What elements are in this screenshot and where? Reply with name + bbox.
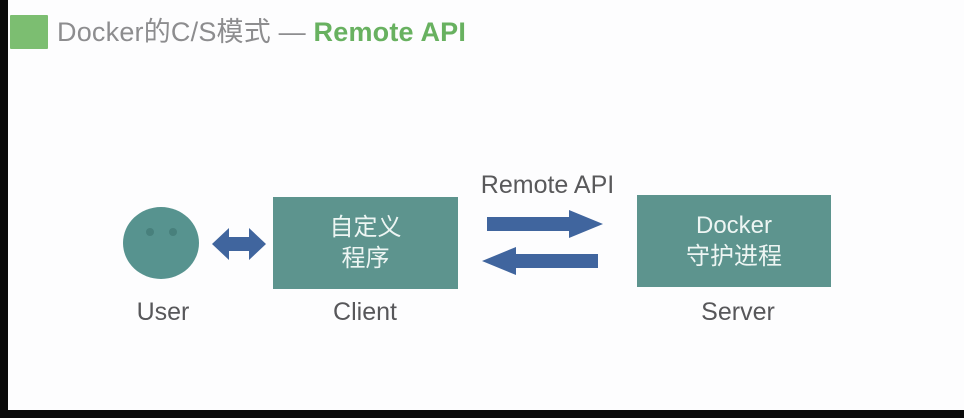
letterbox-bottom-bar bbox=[0, 410, 964, 418]
user-eye-left-icon bbox=[146, 228, 154, 236]
letterbox-left-bar bbox=[0, 0, 8, 418]
server-box-line2: 守护进程 bbox=[686, 243, 782, 270]
client-box-line1: 自定义 bbox=[329, 214, 402, 241]
user-face-icon bbox=[123, 207, 199, 279]
client-label: Client bbox=[333, 298, 397, 326]
user-label: User bbox=[136, 298, 190, 326]
client-box-line2: 程序 bbox=[341, 245, 390, 272]
server-box-line1: Docker bbox=[695, 212, 773, 239]
arrow-right-icon bbox=[487, 210, 603, 238]
slide-title: Docker的C/S模式 — Remote API bbox=[57, 14, 466, 50]
server-label: Server bbox=[701, 298, 775, 326]
client-node-box: 自定义 程序 bbox=[273, 197, 458, 289]
user-eye-right-icon bbox=[169, 228, 177, 236]
slide-title-highlight: Remote API bbox=[313, 17, 467, 47]
remote-api-label: Remote API bbox=[480, 171, 615, 199]
title-bullet-square bbox=[10, 15, 48, 49]
slide-title-prefix: Docker的C/S模式 — bbox=[57, 17, 306, 47]
arrow-left-icon bbox=[482, 247, 598, 275]
server-node-box: Docker 守护进程 bbox=[637, 195, 831, 287]
double-arrow-icon bbox=[212, 228, 266, 260]
